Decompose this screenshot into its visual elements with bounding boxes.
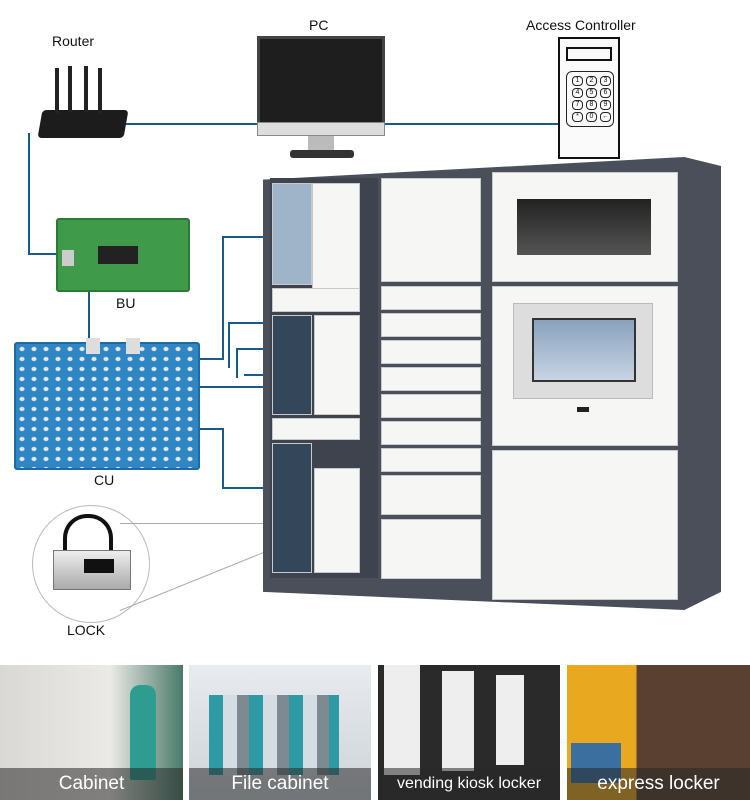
access-controller-device: 1 2 3 4 5 6 7 8 9 * 0 ← (558, 37, 620, 159)
lock-label: LOCK (67, 622, 106, 638)
lock-cable (63, 514, 113, 558)
locker-door[interactable] (381, 475, 481, 515)
cabinet-units (209, 695, 339, 775)
locker-door-large[interactable] (492, 450, 678, 600)
router-antenna (84, 66, 88, 112)
pc-controller-wire (383, 123, 558, 125)
open-compartments[interactable] (272, 315, 312, 415)
bu-port (62, 250, 74, 266)
key[interactable]: ← (600, 112, 611, 122)
cu-lock-wire-2 (200, 358, 224, 360)
cu-port (86, 338, 100, 354)
keypad: 1 2 3 4 5 6 7 8 9 * 0 ← (566, 71, 614, 127)
locker-door[interactable] (381, 340, 481, 364)
locker-door[interactable] (381, 286, 481, 310)
router-device (37, 110, 129, 138)
locker-door[interactable] (381, 394, 481, 418)
upper-panel (492, 172, 678, 282)
key[interactable]: * (572, 112, 583, 122)
lock-circle (32, 505, 150, 623)
locker-column-right (492, 172, 678, 602)
photo-caption: File cabinet (189, 768, 371, 800)
key[interactable]: 3 (600, 76, 611, 86)
key[interactable]: 0 (586, 112, 597, 122)
photo-caption: Cabinet (0, 768, 183, 800)
locker-door[interactable] (381, 178, 481, 282)
cu-lock-wire-11 (222, 487, 280, 489)
pc-bezel (257, 122, 385, 136)
cu-port (126, 338, 140, 354)
top-screen (517, 199, 651, 255)
cu-lock-wire-h (222, 236, 280, 238)
locker-door[interactable] (381, 448, 481, 472)
key[interactable]: 8 (586, 100, 597, 110)
key[interactable]: 6 (600, 88, 611, 98)
touch-screen[interactable] (532, 318, 636, 382)
person-figure (130, 685, 156, 780)
cu-board (14, 338, 200, 470)
key[interactable]: 7 (572, 100, 583, 110)
key[interactable]: 5 (586, 88, 597, 98)
pc-monitor (257, 36, 385, 136)
controller-screen (566, 47, 612, 61)
key[interactable]: 2 (586, 76, 597, 86)
pc-stand (308, 136, 334, 150)
key[interactable]: 9 (600, 100, 611, 110)
locker-door[interactable] (381, 367, 481, 391)
locker-door[interactable] (312, 183, 360, 289)
photo-cabinet: Cabinet (0, 665, 183, 800)
cu-lock-wire (222, 236, 224, 358)
router-label: Router (52, 33, 95, 49)
kiosk-unit (496, 675, 524, 765)
router-antenna (68, 66, 72, 112)
pc-label: PC (309, 17, 329, 33)
locker-column-left (270, 178, 378, 578)
router-antenna (55, 68, 59, 114)
kiosk-bezel (513, 303, 653, 399)
bu-label: BU (116, 295, 136, 311)
locker-door[interactable] (381, 519, 481, 579)
bu-chip (98, 246, 138, 264)
locker-door[interactable] (272, 288, 360, 312)
photo-file-cabinet: File cabinet (189, 665, 371, 800)
cu-lock-wire-4 (228, 322, 230, 368)
cu-lock-wire-10 (200, 428, 224, 430)
kiosk-unit (442, 671, 474, 771)
router-bu-wire-h (28, 253, 56, 255)
router-antenna (98, 68, 102, 114)
key[interactable]: 1 (572, 76, 583, 86)
photo-caption: express locker (567, 768, 750, 800)
photo-vending-kiosk: vending kiosk locker (378, 665, 560, 800)
card-slot (577, 407, 589, 412)
lock-body (53, 550, 131, 590)
cu-lock-wire-7 (244, 374, 280, 376)
locker-door[interactable] (314, 315, 360, 415)
bu-board (56, 218, 190, 292)
lock-latch (84, 559, 114, 573)
cu-lock-wire-6 (236, 348, 238, 378)
kiosk-panel (492, 286, 678, 446)
open-compartment[interactable] (272, 183, 312, 285)
cu-lock-wire-3 (228, 322, 280, 324)
key[interactable]: 4 (572, 88, 583, 98)
locker-door[interactable] (314, 468, 360, 573)
locker-door[interactable] (381, 313, 481, 337)
locker-column-middle (381, 178, 483, 580)
locker-door[interactable] (272, 418, 360, 440)
cu-lock-wire-5 (236, 348, 280, 350)
cu-lock-wire-9 (222, 428, 224, 488)
access-controller-label: Access Controller (526, 17, 636, 33)
kiosk-unit (384, 665, 420, 775)
lock-pointer-line (120, 523, 290, 524)
router-bu-wire (28, 133, 30, 255)
pc-base (290, 150, 354, 158)
cu-lock-wire-8 (200, 386, 280, 388)
open-compartments[interactable] (272, 443, 312, 573)
bu-cu-wire (88, 290, 90, 342)
router-pc-wire (125, 123, 260, 125)
cu-label: CU (94, 472, 115, 488)
photo-caption: vending kiosk locker (378, 768, 560, 800)
locker-door[interactable] (381, 421, 481, 445)
photo-express-locker: express locker (567, 665, 750, 800)
